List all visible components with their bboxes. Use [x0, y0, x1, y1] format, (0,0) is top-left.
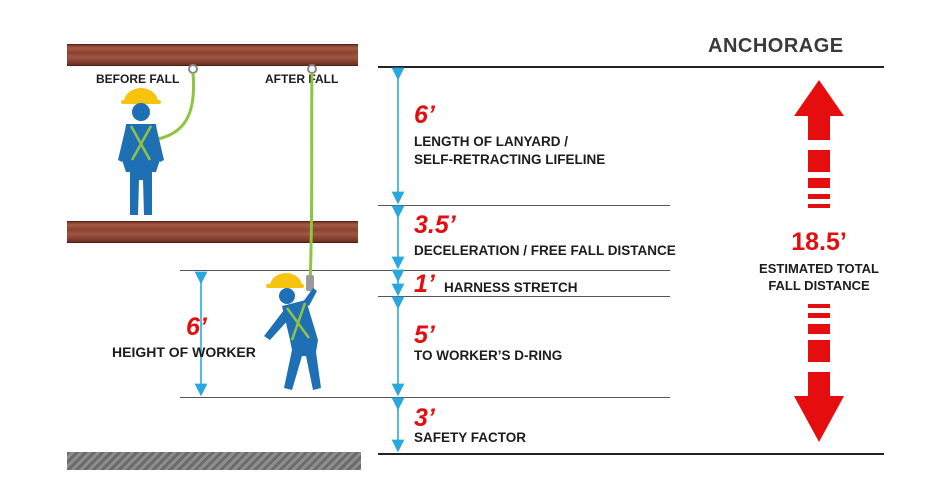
d-ring-label: TO WORKER’S D-RING	[414, 348, 563, 363]
total-label-line2: FALL DISTANCE	[768, 278, 870, 293]
anchor-ring-after	[307, 64, 317, 74]
free-fall-value: 3.5’	[414, 211, 456, 239]
stretch-label: HARNESS STRETCH	[444, 280, 578, 295]
down-arrow-icon	[794, 304, 844, 442]
ground-line	[378, 453, 884, 455]
falling-worker-icon	[264, 273, 321, 390]
total-label-line1: ESTIMATED TOTAL	[759, 261, 879, 276]
d-ring-line	[180, 397, 670, 398]
total-value: 18.5’	[791, 228, 847, 256]
lanyard-value: 6’	[414, 101, 435, 129]
lanyard-label-line2: SELF-RETRACTING LIFELINE	[414, 152, 606, 167]
d-ring-value: 5’	[414, 321, 435, 349]
anchor-ring-before	[188, 64, 198, 74]
up-arrow-icon	[794, 80, 844, 208]
before-fall-label: BEFORE FALL	[96, 72, 180, 86]
lanyard-end-line	[378, 205, 670, 206]
ground-platform	[67, 452, 361, 470]
middle-beam	[67, 221, 358, 243]
harness-stretch-line	[378, 296, 670, 297]
worker-height-value: 6’	[186, 313, 207, 341]
after-fall-label: AFTER FALL	[265, 72, 339, 86]
top-beam	[67, 44, 358, 66]
worker-figure-icon	[118, 88, 164, 215]
stretch-value: 1’	[414, 270, 435, 298]
lanyard-after	[308, 72, 314, 286]
free-fall-label: DECELERATION / FREE FALL DISTANCE	[414, 243, 676, 258]
anchorage-title: ANCHORAGE	[708, 35, 844, 57]
shock-absorber	[306, 275, 314, 291]
worker-height-label: HEIGHT OF WORKER	[112, 344, 256, 360]
safety-label: SAFETY FACTOR	[414, 430, 527, 445]
safety-value: 3’	[414, 404, 435, 432]
anchorage-line	[378, 66, 884, 68]
free-fall-end-line	[180, 270, 670, 271]
lanyard-before	[151, 72, 196, 142]
lanyard-label-line1: LENGTH OF LANYARD /	[414, 134, 569, 149]
